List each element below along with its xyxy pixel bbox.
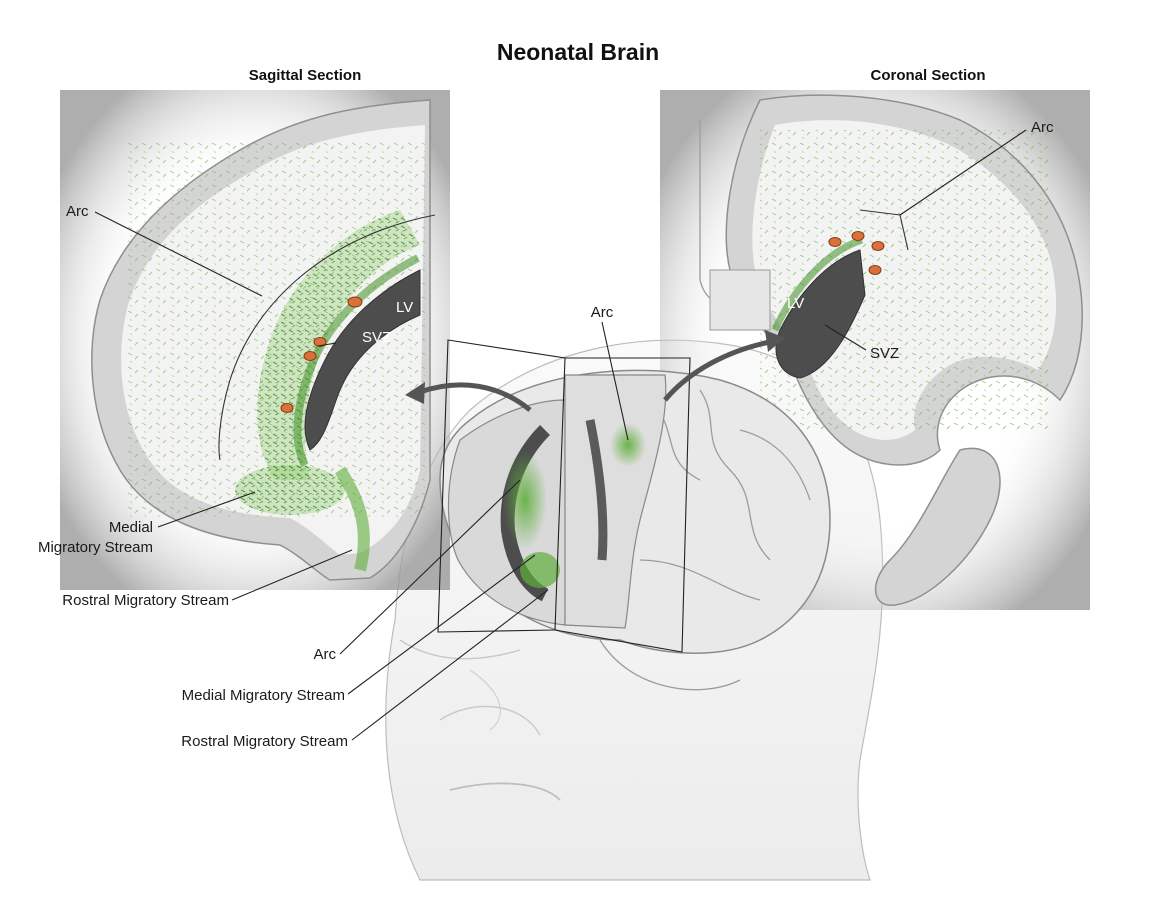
center-arc-bottom-label: Arc bbox=[314, 646, 337, 663]
coronal-arc-label: Arc bbox=[1031, 119, 1054, 136]
sagittal-section bbox=[60, 90, 450, 590]
arrow-left-head bbox=[405, 382, 425, 404]
center-rostral-label: Rostral Migratory Stream bbox=[181, 733, 348, 750]
leader-lines bbox=[94, 129, 1027, 741]
coronal-heading: Coronal Section bbox=[870, 67, 985, 84]
coronal-svz-label: SVZ bbox=[870, 345, 899, 362]
sagittal-heading: Sagittal Section bbox=[249, 67, 362, 84]
arrows bbox=[405, 330, 785, 412]
center-medial-label: Medial Migratory Stream bbox=[182, 687, 345, 704]
sagittal-arc-label: Arc bbox=[66, 203, 89, 220]
center-arc-top-label: Arc bbox=[591, 304, 614, 321]
diagram-title: Neonatal Brain bbox=[497, 39, 659, 65]
sagittal-svz-label: SVZ bbox=[362, 329, 391, 346]
sagittal-medial-label-1: Medial bbox=[109, 519, 153, 536]
coronal-lv-label: LV bbox=[787, 295, 804, 312]
sagittal-lv-label: LV bbox=[396, 299, 413, 316]
central-brain bbox=[437, 339, 831, 691]
sagittal-medial-label-2: Migratory Stream bbox=[38, 539, 153, 556]
arrow-right-head bbox=[765, 330, 785, 352]
sagittal-rostral-label: Rostral Migratory Stream bbox=[62, 592, 229, 609]
labels: Neonatal Brain Sagittal Section Coronal … bbox=[38, 39, 1054, 750]
